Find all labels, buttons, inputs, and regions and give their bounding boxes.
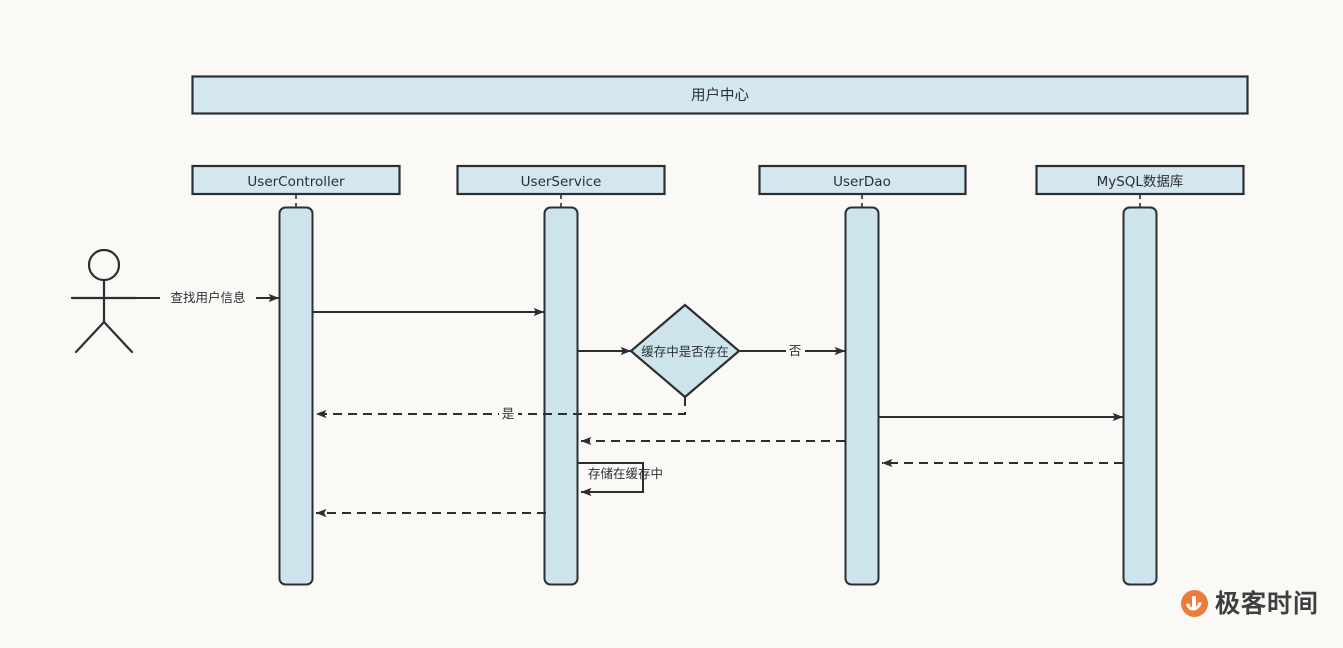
actor-right-leg [102,320,134,354]
message-label: 存储在缓存中 [588,466,663,481]
geek-time-logo-icon [1181,590,1208,617]
page-title: 用户中心 [691,87,749,104]
geek-time-brand-text: 极客时间 [1215,589,1320,618]
message-label: 查找用户信息 [170,290,245,305]
participant-label: UserService [521,174,602,190]
decision-yes-label: 是 [502,406,515,421]
participant-label: MySQL数据库 [1097,174,1184,190]
decision-label: 缓存中是否存在 [641,344,729,359]
participant-label: UserDao [833,174,891,190]
activation-bar-user-controller [278,206,314,586]
message-cache-hit-return[interactable]: 是 [315,397,686,423]
decision-no-label: 否 [789,343,802,358]
activation-bars [278,206,1158,586]
message-arrow [315,397,686,419]
participant-label: UserController [247,174,345,190]
geek-time-watermark: 极客时间 [1181,590,1319,617]
message-label-backdrop [160,289,256,308]
actor-left-leg [74,320,106,354]
actor-stick-figure[interactable] [70,248,138,354]
participant-user-dao[interactable]: UserDao [758,164,967,196]
message-cache-miss-to-dao[interactable]: 否 [739,342,846,360]
participant-user-service[interactable]: UserService [456,164,666,196]
message-store-in-cache-self[interactable]: 存储在缓存中 [578,462,663,497]
activation-bar-user-service [543,206,579,586]
message-label-backdrop [786,342,805,360]
lifeline-connectors [295,195,1141,208]
activation-bar-user-dao [844,206,880,586]
participant-user-controller[interactable]: UserController [191,164,401,196]
message-find-user-info[interactable]: 查找用户信息 [136,289,280,308]
message-arrow [578,462,644,497]
activation-bar-mysql-db [1122,206,1158,586]
participant-mysql-db[interactable]: MySQL数据库 [1035,164,1245,196]
decision-node-cache-check[interactable]: 缓存中是否存在 [629,303,741,399]
diagram-title-box: 用户中心 [191,75,1249,115]
message-label-backdrop [499,405,518,423]
